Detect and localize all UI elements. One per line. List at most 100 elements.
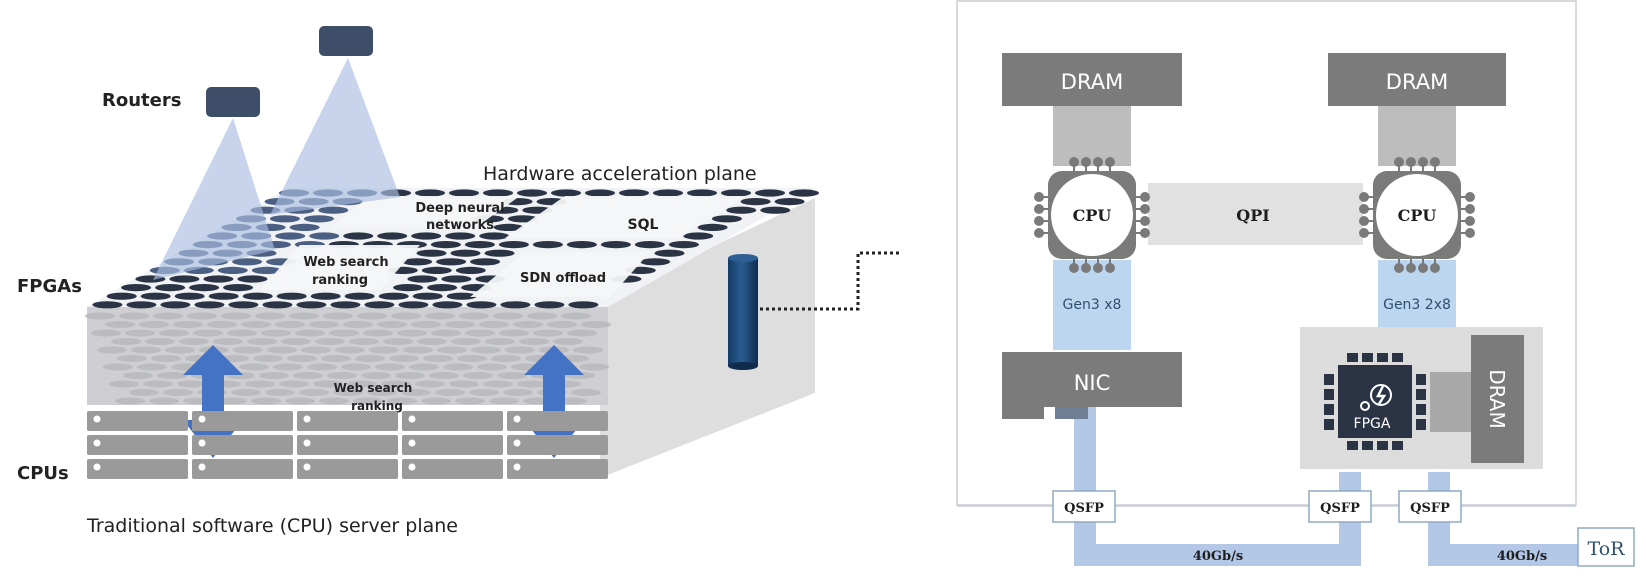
cpu-layer-dot	[227, 329, 257, 337]
fpga-dot	[774, 198, 805, 206]
cpu-layer-dot	[387, 397, 417, 405]
cpu-layer-dot	[143, 380, 173, 388]
cpu-layer-dot	[381, 380, 411, 388]
cpu-layer-dot	[403, 346, 433, 354]
fpga-dot	[155, 284, 186, 292]
cpu-layer-dot	[251, 397, 281, 405]
fpga-dram-label: DRAM	[1485, 369, 1509, 428]
qsfp-fpga-1: QSFP	[1308, 490, 1372, 523]
cpu-layer-dot	[519, 338, 549, 345]
cpu-layer-dot	[91, 329, 121, 337]
cpu-region-label-2: ranking	[351, 399, 403, 413]
fpga-dot	[683, 232, 714, 240]
cpu-layer-dot	[221, 312, 251, 320]
fpga-dot	[303, 215, 334, 223]
network-link-nic	[1074, 405, 1361, 566]
server-led	[93, 463, 101, 471]
fpga-dot	[415, 189, 445, 197]
cpu-layer-dot	[389, 355, 419, 362]
cpu-layer-dot	[245, 380, 275, 388]
cpu-layer-dot	[353, 397, 383, 405]
cpu-layer-dot	[477, 363, 507, 371]
region-sql-label: SQL	[628, 217, 659, 233]
dram-right	[1328, 53, 1506, 106]
cpu-left-label: CPU	[1073, 206, 1112, 225]
fpga-dot	[262, 301, 293, 309]
region-dnn-label-1: Deep neural	[415, 201, 504, 216]
fpga-dot	[378, 292, 409, 300]
cpu-layer-dot	[459, 312, 489, 320]
fpga-dot	[726, 206, 757, 214]
link-right-label: Gen3 2x8	[1383, 297, 1451, 313]
cpu-layer-dot	[265, 389, 295, 396]
server-led	[513, 415, 521, 423]
cpu-layer-dot	[505, 346, 535, 354]
network-link-fpga-tor	[1428, 472, 1580, 566]
fpga-dot	[430, 241, 461, 249]
cpu-layer-dot	[369, 346, 399, 354]
server-led	[513, 439, 521, 447]
cpu-layer-dot	[513, 321, 543, 328]
dram-link-right	[1378, 106, 1456, 166]
cpu-layer-dot	[483, 380, 513, 388]
fpga-dram-link	[1430, 372, 1475, 432]
cpu-layer-dot	[349, 338, 379, 345]
fpga-label: FPGA	[1354, 416, 1391, 432]
fpga-dot	[364, 301, 395, 309]
fpga-dot	[393, 284, 424, 292]
cpu-layer-dot	[149, 397, 179, 405]
server-led	[303, 463, 311, 471]
cpu-layer-dot	[465, 329, 495, 337]
datacenter-planes-diagram: Routers FPGAs Hardware acceleration plan…	[17, 26, 900, 537]
fpga-dot	[121, 284, 152, 292]
server-unit	[297, 435, 398, 455]
cpu-layer-dot	[437, 346, 467, 354]
fpga-dot	[92, 301, 123, 309]
cpu-layer-dot	[123, 372, 153, 379]
cpu-layer-dot	[259, 372, 289, 379]
server-led	[513, 463, 521, 471]
server-unit	[297, 411, 398, 431]
fpga-dot	[310, 292, 341, 300]
cpu-layer-dot	[319, 397, 349, 405]
fpga-dot	[203, 275, 234, 283]
cpu-layer-dot	[145, 338, 175, 345]
cpu-layer-dot	[431, 329, 461, 337]
cpu-layer-dot	[125, 329, 155, 337]
cpu-layer-dot	[411, 321, 441, 328]
routers-label: Routers	[102, 90, 181, 111]
fpga-dot	[276, 292, 307, 300]
cpu-layer-dot	[425, 312, 455, 320]
fpga-dot	[330, 301, 361, 309]
qpi-label: QPI	[1236, 206, 1269, 225]
cpu-layer-dot	[435, 389, 465, 396]
cpu-layer-dot	[547, 321, 577, 328]
fpga-dot	[169, 275, 200, 283]
cpu-layer-dot	[335, 346, 365, 354]
tor-switch	[1577, 527, 1635, 567]
fpga-dot	[697, 223, 728, 231]
cpu-region-label-1: Web search	[334, 381, 413, 395]
fpga-dot	[412, 292, 443, 300]
cpu-layer-dot	[315, 338, 345, 345]
fpga-dot	[416, 249, 447, 257]
fpga-dot	[251, 266, 282, 274]
fpga-dot	[760, 206, 791, 214]
fpga-dot	[568, 301, 599, 309]
fpga-dot	[532, 241, 563, 249]
fpga-dot	[566, 241, 597, 249]
cpu-layer-dot	[231, 389, 261, 396]
cpu-layer-dot	[129, 389, 159, 396]
router-right	[319, 26, 373, 56]
router-beam-right	[270, 58, 400, 215]
fpga-dot	[600, 241, 631, 249]
cpu-layer-dot	[119, 312, 149, 320]
nic-label: NIC	[1074, 371, 1111, 395]
qpi-link	[1148, 183, 1363, 245]
router-beam-left	[153, 118, 275, 280]
cpu-layer-dot	[285, 397, 315, 405]
fpga-board	[1300, 327, 1543, 469]
cpu-layer-dot	[361, 372, 391, 379]
cpu-layer-dot	[499, 329, 529, 337]
fpga-dot	[289, 223, 320, 231]
